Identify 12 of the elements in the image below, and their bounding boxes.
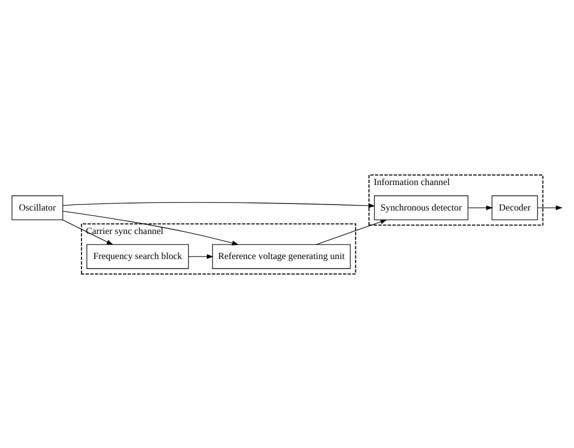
node-box: Oscillator <box>12 194 64 220</box>
node-box: Decoder <box>492 194 538 220</box>
arrow <box>537 204 563 210</box>
node-box: Frequency search block <box>86 244 189 268</box>
arrow <box>62 219 114 244</box>
arrow <box>188 254 214 258</box>
node-box: Reference voltage generating unit <box>212 244 351 268</box>
arrow <box>62 202 376 208</box>
arrow <box>468 204 493 210</box>
node-box: Synchronous detector <box>374 194 468 220</box>
arrow <box>316 219 388 244</box>
arrow <box>62 210 239 245</box>
